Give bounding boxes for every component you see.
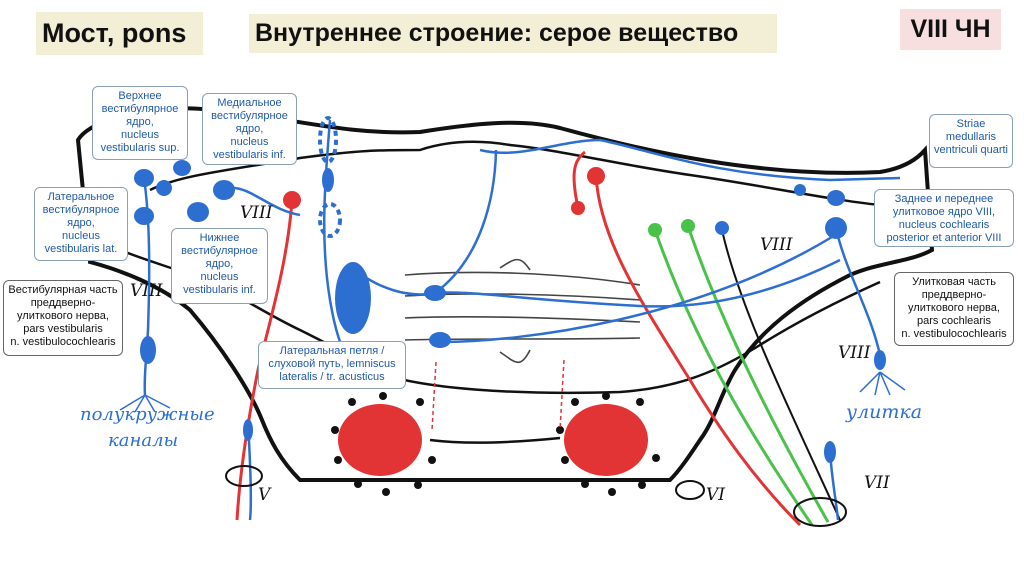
page-title: Мост, pons — [36, 12, 203, 55]
svg-text:V: V — [258, 485, 272, 505]
nerve-root-loops — [225, 465, 847, 527]
label-cochlear-part: Улитковая часть преддверно- улиткового н… — [894, 272, 1014, 346]
label-lateral-vestibular-nucleus: Латеральное вестибулярное ядро, nucleus … — [34, 187, 128, 261]
label-cochlear-nuclei: Заднее и переднее улитковое ядро VIII, n… — [874, 189, 1014, 247]
svg-text:VIII: VIII — [240, 203, 273, 223]
svg-text:VII: VII — [864, 473, 890, 493]
blue-pathways — [142, 119, 901, 521]
svg-text:VI: VI — [706, 485, 725, 505]
label-inferior-vestibular-nucleus: Нижнее вестибулярное ядро, nucleus vesti… — [171, 228, 268, 304]
ascending-tract — [318, 116, 342, 238]
label-striae-medullaris: Striae medullaris ventriculi quarti — [929, 114, 1013, 168]
label-medial-vestibular-nucleus: Медиальное вестибулярное ядро, nucleus v… — [202, 93, 297, 165]
svg-text:VIII: VIII — [760, 235, 793, 255]
label-superior-vestibular-nucleus: Верхнее вестибулярное ядро, nucleus vest… — [92, 86, 188, 160]
svg-text:VIII: VIII — [838, 343, 871, 363]
green-fibers — [653, 225, 830, 526]
label-vestibular-part: Вестибулярная часть преддверно- улитково… — [3, 280, 123, 356]
hand-labels: VIII VIII VIII VIII V VI VII полукружные… — [80, 203, 922, 505]
svg-text:каналы: каналы — [108, 430, 178, 451]
pyramidal-tracts — [331, 359, 660, 496]
cranial-nerve-badge: VIII ЧН — [900, 9, 1001, 50]
svg-text:VIII: VIII — [130, 281, 163, 301]
label-lateral-lemniscus: Латеральная петля / слуховой путь, lemni… — [258, 341, 406, 389]
slide-subtitle: Внутреннее строение: серое вещество — [249, 14, 777, 53]
vestibular-nuclei — [134, 160, 235, 225]
svg-text:полукружные: полукружные — [80, 404, 215, 425]
svg-text:улитка: улитка — [845, 401, 922, 423]
motor-red-fiber-right — [594, 175, 802, 527]
pons-outline — [75, 106, 935, 482]
